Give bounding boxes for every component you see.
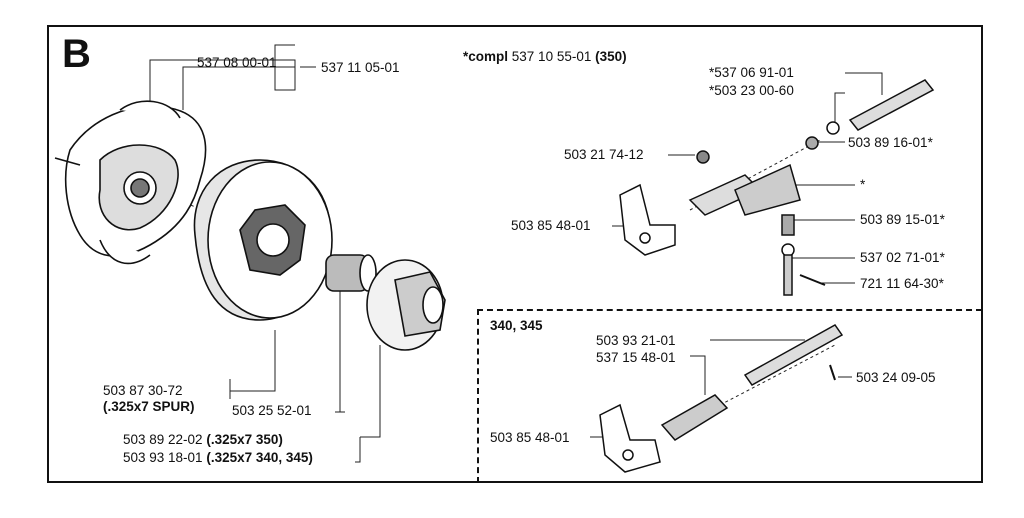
label-pin-upper: 537 02 71-01*: [860, 250, 945, 265]
label-sprocket-340-number: 503 93 18-01: [123, 450, 203, 465]
oil-pump-shaft-part: [619, 79, 935, 296]
label-spring-upper: 503 89 16-01*: [848, 135, 933, 150]
diagram-frame: [47, 25, 983, 483]
label-shaft-top-a: *537 06 91-01: [709, 65, 794, 80]
sprocket-part: [366, 259, 446, 351]
leader-shaft-b: [834, 92, 845, 125]
label-clutch-shoe-b: 537 11 05-01: [321, 60, 400, 75]
label-cam-upper: 503 85 48-01: [511, 218, 591, 233]
leader-drum: [230, 330, 276, 392]
label-shaft-top-b: *503 23 00-60: [709, 83, 794, 98]
label-clutch-shoe-a: 537 08 00-01: [197, 55, 277, 70]
section-letter: B: [62, 32, 91, 76]
leader-variant-sleeve: [690, 355, 706, 395]
variant-section-box: [477, 309, 982, 483]
label-spring-lower: 503 89 15-01*: [860, 212, 945, 227]
label-lever-asm: *: [860, 177, 866, 192]
label-bearing: 503 25 52-01: [232, 403, 312, 418]
header-note-prefix: *compl: [463, 49, 509, 64]
label-screw: 503 21 74-12: [564, 147, 644, 162]
label-roll-pin: 721 11 64-30*: [860, 276, 944, 291]
clutch-drum-part: [193, 159, 333, 321]
label-cam-lower: 503 85 48-01: [490, 430, 570, 445]
leader-shaft-a: [845, 72, 883, 95]
label-sprocket-340: 503 93 18-01 (.325x7 340, 345): [123, 450, 313, 466]
header-note-number: 537 10 55-01: [511, 49, 592, 64]
label-sprocket-350: 503 89 22-02 (.325x7 350): [123, 432, 283, 448]
variant-label: 340, 345: [490, 318, 543, 333]
label-drum-number: 503 87 30-72: [103, 383, 183, 398]
label-sprocket-340-spec: (.325x7 340, 345): [206, 450, 313, 465]
label-drum-spec: (.325x7 SPUR): [103, 399, 195, 414]
leader-sprocket: [355, 345, 381, 463]
variant-parts: [599, 324, 844, 473]
label-variant-pin: 503 24 09-05: [856, 370, 936, 385]
label-variant-shaft: 503 93 21-01: [596, 333, 676, 348]
label-sprocket-350-spec: (.325x7 350): [206, 432, 283, 447]
leader-bearing: [335, 290, 345, 413]
label-variant-sleeve: 537 15 48-01: [596, 350, 676, 365]
header-note: *compl 537 10 55-01 (350): [463, 49, 627, 65]
leader-clutch-shoe-a: [149, 59, 200, 120]
clutch-shoe-part: [54, 100, 207, 265]
needle-bearing-part: [325, 254, 377, 292]
header-note-model: (350): [595, 49, 627, 64]
leader-clutch-shoe-b: [182, 66, 316, 110]
label-sprocket-350-number: 503 89 22-02: [123, 432, 203, 447]
